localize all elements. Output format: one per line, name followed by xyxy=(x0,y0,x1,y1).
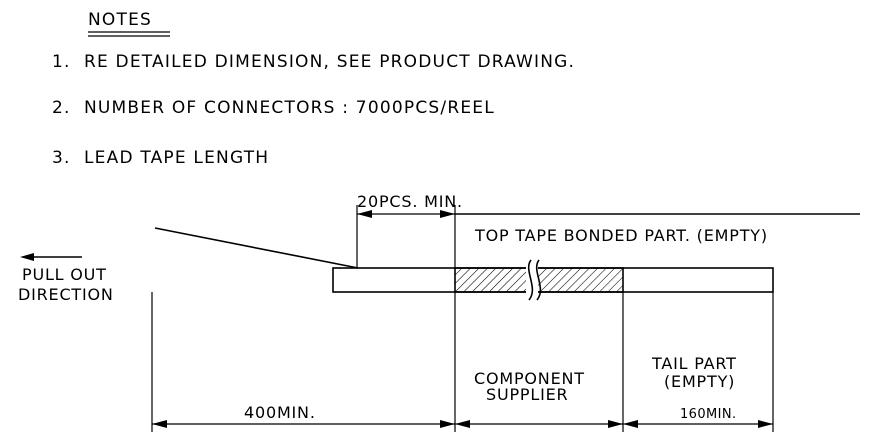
top-dimension: 20PCS. MIN. xyxy=(356,192,463,268)
note-3-text: LEAD TAPE LENGTH xyxy=(84,148,269,168)
tail-dim-arrow-left xyxy=(623,420,638,428)
lead-dimension-label: 400MIN. xyxy=(244,403,316,422)
top-dimension-label: 20PCS. MIN. xyxy=(357,192,463,211)
component-supplier-label-line-2: SUPPLIER xyxy=(486,385,568,404)
component-supplier-label-line-1: COMPONENT xyxy=(474,369,585,388)
lead-dim-arrow-right xyxy=(440,420,455,428)
pull-out-direction: PULL OUT DIRECTION xyxy=(18,253,114,304)
component-dim-arrow-right xyxy=(608,420,623,428)
note-2-text: NUMBER OF CONNECTORS : 7000PCS/REEL xyxy=(84,98,495,118)
break-mark-left xyxy=(527,259,534,301)
note-1-text: RE DETAILED DIMENSION, SEE PRODUCT DRAWI… xyxy=(84,52,575,72)
note-3-number: 3. xyxy=(52,148,71,168)
tail-dimension-label: 160MIN. xyxy=(680,407,737,422)
tail-part-label-line-2: (EMPTY) xyxy=(664,372,735,391)
pull-out-label-line-1: PULL OUT xyxy=(22,265,107,284)
tail-part-label-line-1: TAIL PART xyxy=(651,354,737,373)
lead-tape-line xyxy=(154,227,359,269)
component-dim-arrow-left xyxy=(455,420,470,428)
tape-strip xyxy=(154,213,860,301)
notes-heading: NOTES xyxy=(88,10,152,30)
note-2-number: 2. xyxy=(52,98,71,118)
tail-dim-arrow-right xyxy=(758,420,773,428)
top-tape-bonded-label: TOP TAPE BONDED PART. (EMPTY) xyxy=(474,226,768,245)
pull-out-label-line-2: DIRECTION xyxy=(18,285,114,304)
bottom-dimension: 400MIN. 160MIN. xyxy=(152,403,773,428)
note-1-number: 1. xyxy=(52,52,71,72)
top-dim-arrow-left xyxy=(357,210,372,218)
break-mark-right xyxy=(535,259,542,301)
bottom-extension-lines xyxy=(151,292,774,432)
lead-dim-arrow-left xyxy=(152,420,167,428)
notes-section: NOTES 1. RE DETAILED DIMENSION, SEE PROD… xyxy=(52,10,575,168)
pull-out-arrow-head xyxy=(20,253,34,261)
top-dim-arrow-right xyxy=(440,210,455,218)
